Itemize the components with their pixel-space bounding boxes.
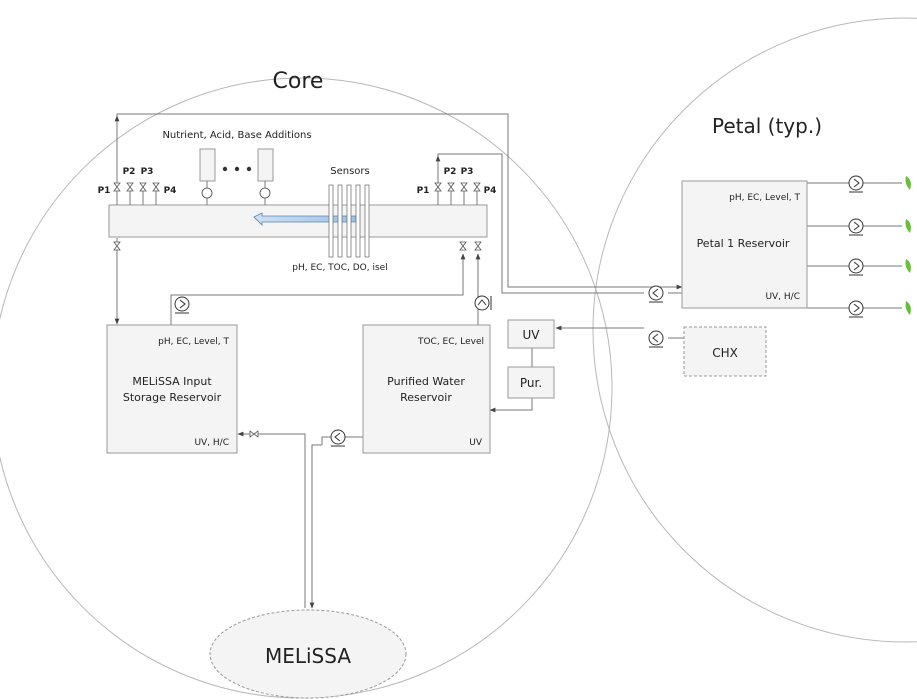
valve-icon bbox=[113, 241, 121, 251]
petal1-footer: UV, H/C bbox=[765, 292, 800, 302]
melissa-input-params: pH, EC, Level, T bbox=[158, 337, 229, 347]
ellipsis-dot bbox=[222, 166, 228, 172]
plant-leaf-icon bbox=[905, 176, 911, 190]
sensor-probe bbox=[337, 184, 343, 258]
pipe-purified-out bbox=[321, 436, 363, 445]
plant-leaf-icon bbox=[905, 301, 911, 315]
melissa-loop bbox=[209, 609, 407, 699]
pump-icons bbox=[174, 175, 864, 447]
purifier-unit bbox=[507, 366, 555, 399]
ellipsis-dot bbox=[246, 166, 252, 172]
purifier-unit-label: Pur. bbox=[520, 376, 542, 390]
sensors-label: Sensors bbox=[330, 166, 370, 177]
pump-icon bbox=[848, 258, 864, 276]
valve-icon bbox=[459, 241, 467, 251]
sensor-probe bbox=[346, 184, 352, 258]
uv-unit-label: UV bbox=[523, 328, 541, 342]
petal-title: Petal (typ.) bbox=[712, 114, 822, 138]
valve-icon bbox=[126, 182, 134, 192]
port-label-left-p1: P1 bbox=[98, 186, 111, 196]
purified-water-params: TOC, EC, Level bbox=[417, 337, 484, 347]
valve-icon bbox=[434, 182, 442, 192]
chx-unit-label: CHX bbox=[712, 346, 738, 360]
valve-icon bbox=[447, 182, 455, 192]
uv-unit bbox=[507, 319, 555, 349]
pump-icon bbox=[848, 300, 864, 318]
purified-water-reservoir-box bbox=[362, 324, 491, 454]
additive-tank bbox=[199, 148, 216, 182]
pump-icon bbox=[648, 285, 664, 303]
pipe-pur-to-reservoir bbox=[489, 398, 533, 413]
purified-water-name-2: Reservoir bbox=[400, 391, 452, 404]
petal1-reservoir: pH, EC, Level, T Petal 1 Reservoir UV, H… bbox=[681, 180, 808, 309]
purified-water-name-1: Purified Water bbox=[387, 375, 465, 388]
valve-icon bbox=[139, 182, 147, 192]
valve-icon bbox=[460, 182, 468, 192]
melissa-input-name-1: MELiSSA Input bbox=[132, 375, 212, 388]
port-label-right-p2: P2 bbox=[444, 167, 457, 177]
sensor-params: pH, EC, TOC, DO, isel bbox=[292, 263, 387, 273]
purified-water-footer: UV bbox=[469, 438, 483, 448]
melissa-input-footer: UV, H/C bbox=[194, 438, 229, 448]
additive-tank bbox=[257, 148, 274, 182]
valve-icon bbox=[113, 182, 121, 192]
pipe-input-to-manifold bbox=[170, 253, 466, 325]
melissa-input-name-2: Storage Reservoir bbox=[123, 391, 222, 404]
port-label-left-p4: P4 bbox=[164, 186, 177, 196]
pump-icon bbox=[848, 175, 864, 193]
dosing-valve-icon bbox=[201, 187, 213, 199]
sensor-probe bbox=[364, 184, 370, 258]
port-label-left-p2: P2 bbox=[123, 167, 136, 177]
chx-unit bbox=[683, 326, 767, 377]
melissa-label: MELiSSA bbox=[265, 644, 351, 668]
purified-water-reservoir: TOC, EC, Level Purified Water Reservoir … bbox=[362, 324, 491, 454]
dosing-valve-icon bbox=[259, 187, 271, 199]
valve-icon bbox=[474, 241, 482, 251]
valve-icons bbox=[113, 182, 482, 438]
additions-label: Nutrient, Acid, Base Additions bbox=[162, 130, 311, 141]
sensor-probe bbox=[328, 184, 334, 258]
ellipsis-dot bbox=[234, 166, 240, 172]
pump-icon bbox=[648, 330, 664, 348]
plant-leaf-icon bbox=[905, 219, 911, 233]
core-title: Core bbox=[273, 69, 324, 94]
melissa-input-reservoir-box bbox=[106, 324, 238, 454]
port-label-left-p3: P3 bbox=[141, 167, 154, 177]
valve-icon bbox=[249, 430, 259, 438]
melissa-input-reservoir: pH, EC, Level, T MELiSSA Input Storage R… bbox=[106, 324, 238, 454]
sensor-probes bbox=[328, 184, 370, 258]
pump-icon bbox=[330, 429, 346, 447]
valve-icon bbox=[473, 182, 481, 192]
pipe-to-melissa bbox=[309, 444, 322, 609]
port-label-right-p3: P3 bbox=[461, 167, 474, 177]
pump-icon bbox=[474, 295, 492, 311]
petal1-reservoir-box bbox=[681, 180, 808, 309]
petal1-name: Petal 1 Reservoir bbox=[697, 237, 790, 250]
sensor-probe bbox=[355, 184, 361, 258]
port-label-right-p4: P4 bbox=[484, 186, 497, 196]
petal-boundary bbox=[592, 17, 917, 643]
pump-icon bbox=[174, 296, 190, 314]
plant-icons bbox=[905, 176, 911, 315]
pipe-melissa-to-input bbox=[237, 431, 306, 608]
plant-leaf-icon bbox=[905, 259, 911, 273]
port-label-right-p1: P1 bbox=[417, 186, 430, 196]
petal1-params: pH, EC, Level, T bbox=[729, 193, 800, 203]
valve-icon bbox=[152, 182, 160, 192]
pump-icon bbox=[848, 218, 864, 236]
